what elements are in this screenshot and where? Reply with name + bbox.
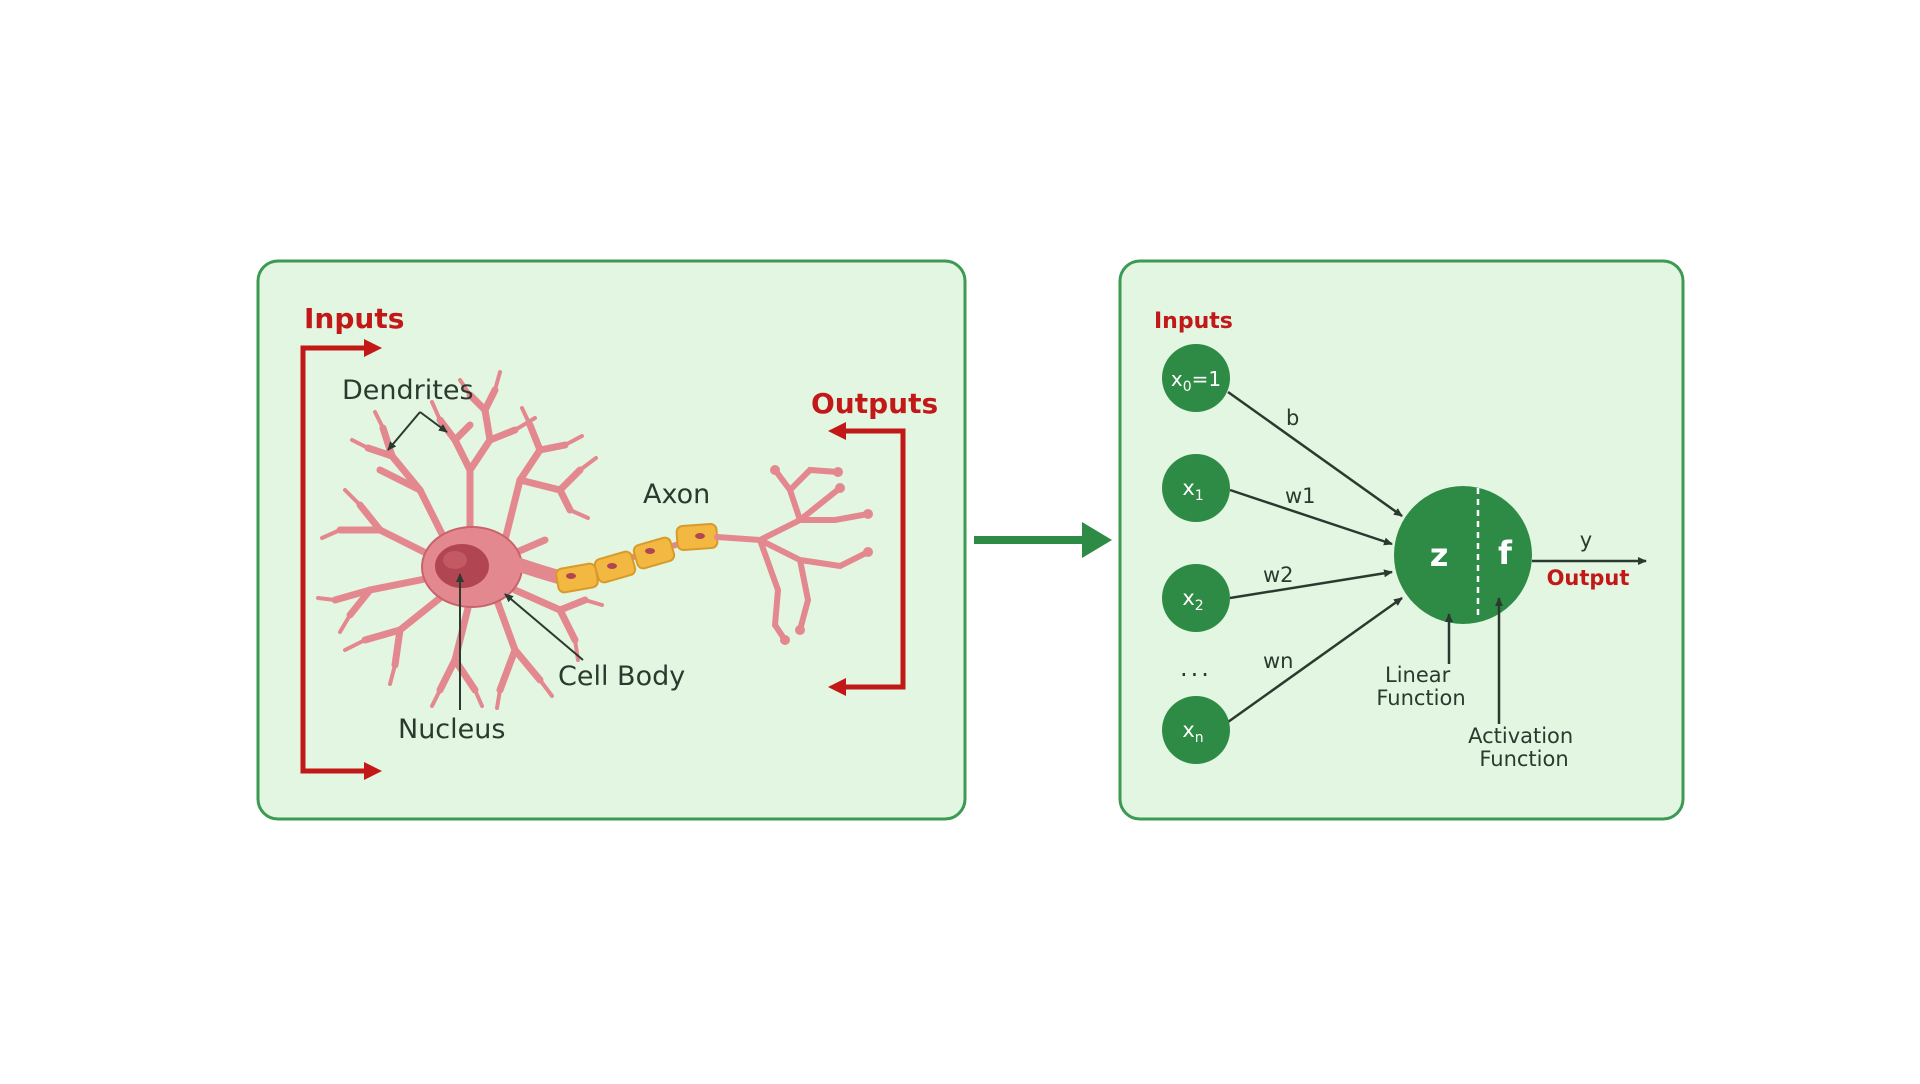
svg-text:x1: x1 (1182, 476, 1203, 504)
bio-inputs-label: Inputs (304, 302, 404, 335)
connection-x1 (1229, 488, 1393, 546)
node-x2-main: x (1182, 586, 1194, 610)
input-node-x0: x0=1 (1162, 344, 1230, 412)
f-label: f (1498, 534, 1513, 572)
dendrites-label: Dendrites (342, 375, 474, 406)
ann-output-label: Output (1547, 566, 1630, 590)
artificial-neuron-panel: Inputs b w1 w2 wn x0=1 x1 x2 ... xn (1118, 259, 1685, 821)
connection-x2 (1229, 569, 1393, 600)
linear-line2: Function (1376, 686, 1465, 710)
node-x2-sub: 2 (1195, 598, 1204, 614)
node-x1-main: x (1182, 476, 1194, 500)
node-x0-main: x (1171, 367, 1183, 391)
svg-text:x0=1: x0=1 (1171, 367, 1221, 395)
biological-panel-box (256, 259, 967, 821)
inputs-arrow-top (364, 339, 382, 357)
inputs-arrow-bottom (364, 762, 382, 780)
node-xn-main: x (1182, 718, 1194, 742)
svg-text:x2: x2 (1182, 586, 1203, 614)
dendrites-pointer (387, 411, 421, 451)
svg-text:xn: xn (1182, 718, 1203, 746)
cell-body-pointer (504, 593, 584, 661)
dendrites-pointer-2 (419, 411, 448, 433)
ann-inputs-label: Inputs (1154, 309, 1233, 334)
myelin-sheaths (555, 523, 719, 594)
node-x0-tail: =1 (1192, 367, 1221, 391)
weight-label-w2: w2 (1263, 563, 1294, 587)
weight-connections (1227, 390, 1403, 724)
outputs-arrow-top (828, 422, 846, 440)
neuron-node: z f (1394, 486, 1532, 624)
outputs-bracket (828, 422, 906, 696)
input-node-xn: xn (1162, 696, 1230, 764)
bio-outputs-label: Outputs (811, 387, 938, 420)
input-node-x2: x2 (1162, 564, 1230, 632)
linear-function-label: Linear Function (1376, 663, 1465, 710)
biological-neuron-panel: Inputs Outputs (256, 259, 967, 821)
transition-arrow (974, 522, 1112, 558)
activation-function-label: Activation Function (1468, 724, 1580, 771)
input-node-x1: x1 (1162, 454, 1230, 522)
axon-label: Axon (643, 479, 710, 510)
connection-x0 (1227, 390, 1403, 518)
linear-line1: Linear (1385, 663, 1451, 687)
weight-label-w1: w1 (1285, 484, 1316, 508)
y-label: y (1580, 528, 1592, 552)
node-x1-sub: 1 (1195, 488, 1204, 504)
cell-body-label: Cell Body (558, 661, 685, 692)
outputs-arrow-bottom (828, 678, 846, 696)
nucleus-label: Nucleus (398, 714, 505, 745)
inputs-ellipsis: ... (1180, 654, 1212, 682)
inputs-bracket (300, 339, 382, 780)
weight-label-wn: wn (1263, 649, 1294, 673)
weight-label-b: b (1286, 406, 1299, 430)
activation-line1: Activation (1468, 724, 1573, 748)
activation-line2: Function (1479, 747, 1568, 771)
node-x0-sub: 0 (1183, 379, 1192, 395)
node-xn-sub: n (1195, 730, 1204, 746)
connection-xn (1227, 596, 1403, 724)
z-label: z (1430, 536, 1449, 574)
